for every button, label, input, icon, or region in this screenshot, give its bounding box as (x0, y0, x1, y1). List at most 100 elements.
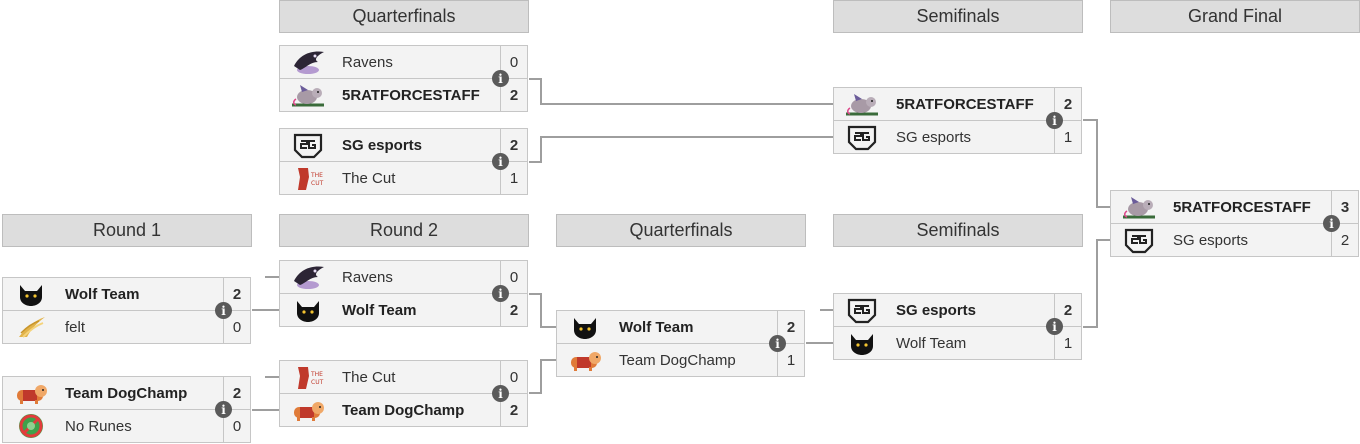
dog-logo (565, 345, 605, 375)
team-score: 0 (500, 361, 527, 393)
row-divider (280, 78, 527, 79)
row-divider (280, 161, 527, 162)
team-score: 2 (500, 79, 527, 111)
header-semifinals-lower: Semifinals (833, 214, 1083, 247)
team-name[interactable]: The Cut (342, 368, 396, 386)
match-info-icon[interactable]: i (769, 335, 786, 352)
team-row-bottom[interactable]: SG esports 1 (834, 121, 1081, 153)
team-score: 2 (1054, 294, 1081, 326)
ravens-logo (288, 47, 328, 77)
team-name[interactable]: 5RATFORCESTAFF (896, 95, 1034, 113)
team-name[interactable]: SG esports (896, 128, 972, 146)
row-divider (3, 310, 250, 311)
match-info-icon[interactable]: i (1323, 215, 1340, 232)
ravens-logo (288, 262, 328, 292)
row-divider (834, 326, 1081, 327)
team-name[interactable]: No Runes (65, 417, 132, 435)
team-name[interactable]: Wolf Team (65, 285, 140, 303)
team-score: 0 (223, 410, 250, 442)
team-row-bottom[interactable]: 5RATFORCESTAFF 2 (280, 79, 527, 111)
row-divider (557, 343, 804, 344)
team-row-bottom[interactable]: No Runes 0 (3, 410, 250, 442)
norunes-logo (11, 411, 51, 441)
team-name[interactable]: 5RATFORCESTAFF (342, 86, 480, 104)
team-name[interactable]: Ravens (342, 53, 393, 71)
team-name[interactable]: 5RATFORCESTAFF (1173, 198, 1311, 216)
team-row-bottom[interactable]: Wolf Team 1 (834, 327, 1081, 359)
team-name[interactable]: The Cut (342, 169, 396, 187)
team-name[interactable]: SG esports (342, 136, 423, 154)
team-name[interactable]: Team DogChamp (65, 384, 188, 402)
row-divider (3, 409, 250, 410)
team-row-bottom[interactable]: SG esports 2 (1111, 224, 1358, 256)
team-name[interactable]: Wolf Team (896, 334, 967, 352)
team-row-top[interactable]: 5RATFORCESTAFF 3 (1111, 191, 1358, 223)
sg-logo (288, 130, 328, 160)
row-divider (834, 120, 1081, 121)
header-quarterfinals-upper: Quarterfinals (279, 0, 529, 33)
header-quarterfinals-lower: Quarterfinals (556, 214, 806, 247)
match-info-icon[interactable]: i (492, 285, 509, 302)
team-score: 3 (1331, 191, 1358, 223)
match-info-icon[interactable]: i (1046, 112, 1063, 129)
team-name[interactable]: SG esports (1173, 231, 1249, 249)
team-name[interactable]: SG esports (896, 301, 977, 319)
team-score: 1 (1054, 327, 1081, 359)
svg-text:THE: THE (310, 172, 323, 179)
team-score: 2 (1331, 224, 1358, 256)
wolf-logo (288, 295, 328, 325)
team-name[interactable]: Ravens (342, 268, 393, 286)
sg-logo (842, 295, 882, 325)
team-name[interactable]: Team DogChamp (619, 351, 736, 369)
svg-text:THE: THE (310, 371, 323, 378)
team-score: 2 (500, 129, 527, 161)
sg-logo (842, 122, 882, 152)
team-row-top[interactable]: SG esports 2 (280, 129, 527, 161)
match-info-icon[interactable]: i (492, 70, 509, 87)
team-score: 1 (1054, 121, 1081, 153)
match-info-icon[interactable]: i (492, 153, 509, 170)
rat-logo (842, 89, 882, 119)
team-name[interactable]: Team DogChamp (342, 401, 465, 419)
team-name[interactable]: felt (65, 318, 86, 336)
team-row-top[interactable]: SG esports 2 (834, 294, 1081, 326)
header-round-1: Round 1 (2, 214, 252, 247)
rat-logo (288, 80, 328, 110)
rat-logo (1119, 192, 1159, 222)
match-info-icon[interactable]: i (215, 401, 232, 418)
header-semifinals-upper: Semifinals (833, 0, 1083, 33)
match-info-icon[interactable]: i (1046, 318, 1063, 335)
team-name[interactable]: Wolf Team (342, 301, 417, 319)
row-divider (1111, 223, 1358, 224)
svg-text:CUT: CUT (311, 180, 324, 187)
match-info-icon[interactable]: i (215, 302, 232, 319)
match-info-icon[interactable]: i (492, 385, 509, 402)
wolf-logo (842, 328, 882, 358)
team-name[interactable]: Wolf Team (619, 318, 694, 336)
felt-logo (11, 312, 51, 342)
